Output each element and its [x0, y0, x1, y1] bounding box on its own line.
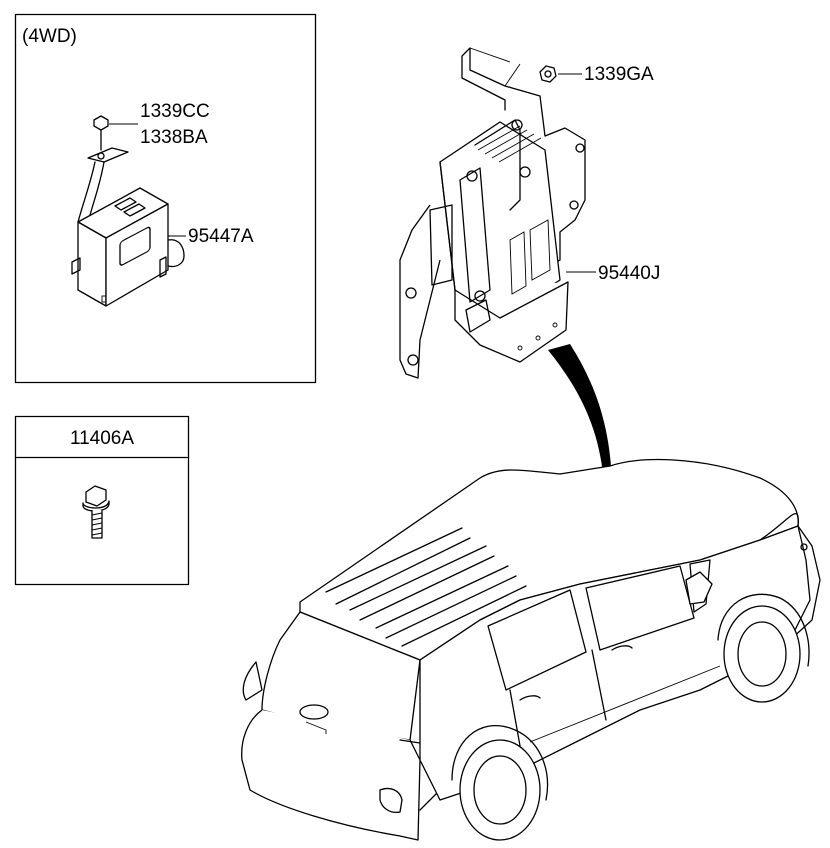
- bolt-frame: [14, 415, 190, 586]
- front-wheel: [717, 593, 810, 703]
- bolt-part-number: 11406A: [70, 428, 134, 449]
- location-arrow: [548, 344, 612, 484]
- fastener-icon: [93, 115, 109, 151]
- bracket-strap: [87, 147, 129, 163]
- nut-icon: [539, 65, 557, 83]
- vehicle-suv: [241, 458, 821, 841]
- rear-wheel: [451, 724, 549, 841]
- callout-1339ga: 1339GA: [584, 64, 654, 85]
- control-unit-4wd: [71, 187, 185, 307]
- callout-95447a: 95447A: [188, 226, 254, 247]
- inset-frame: [14, 13, 317, 384]
- rear-door-handle: [519, 695, 541, 701]
- bolt-box: 11406A: [14, 415, 190, 586]
- emblem-icon: [299, 704, 329, 720]
- side-bracket: [399, 204, 441, 379]
- inset-4wd: (4WD) 1339CC 1338BA 95447A: [14, 13, 317, 384]
- tailgate: [241, 709, 421, 841]
- front-door-handle: [611, 645, 633, 651]
- callout-1339cc: 1339CC: [140, 101, 210, 122]
- inset-tag: (4WD): [22, 26, 77, 47]
- rear-door-window: [487, 589, 587, 691]
- side-mirror: [685, 571, 713, 605]
- callout-95440j: 95440J: [598, 263, 660, 284]
- callout-1338ba: 1338BA: [140, 127, 208, 148]
- bolt-icon: [82, 485, 110, 539]
- front-door-window: [585, 565, 695, 651]
- main-module: 1339GA 95440J: [399, 47, 660, 379]
